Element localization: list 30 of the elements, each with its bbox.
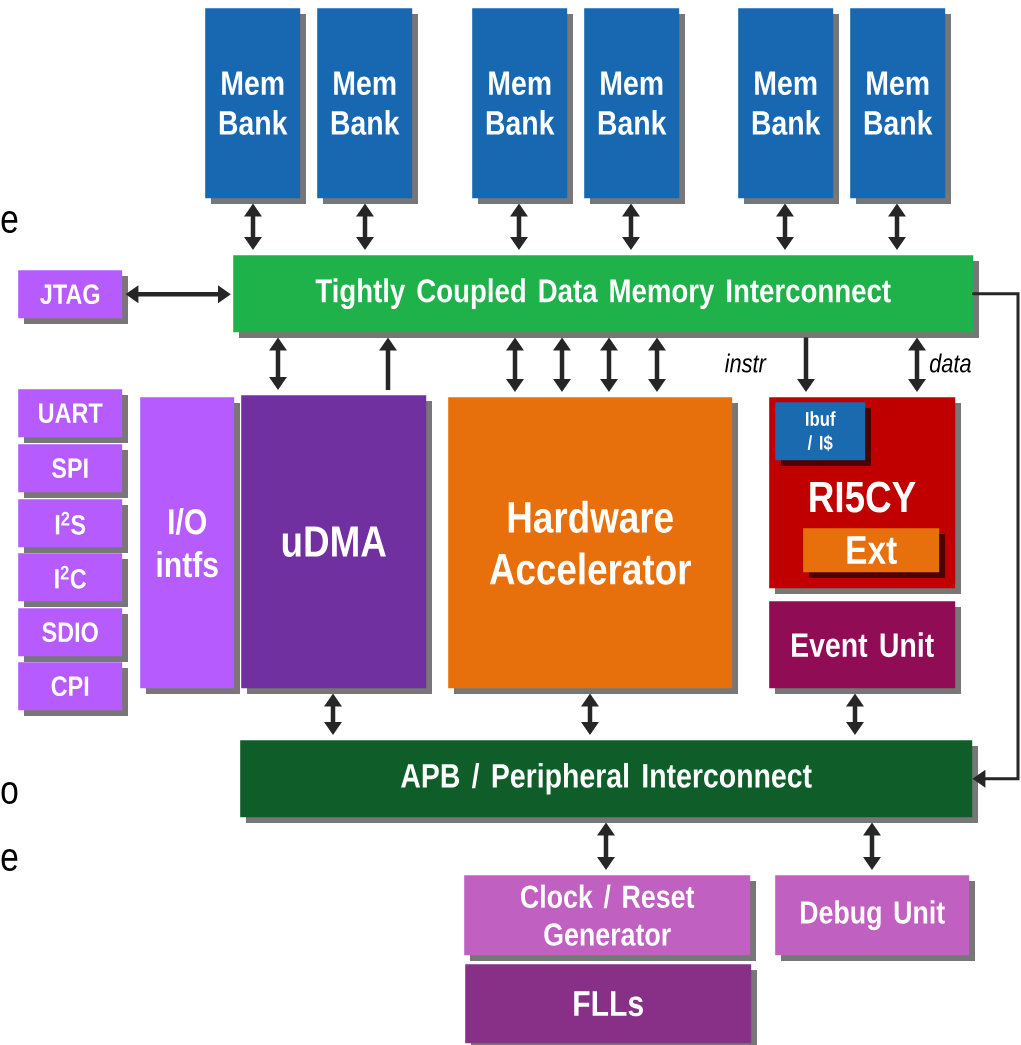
interface-box: SPI: [18, 444, 128, 498]
cache-box: Ibuf / I$: [775, 402, 871, 466]
text-fragment: e: [1, 211, 18, 233]
interface-box: SDIO: [18, 608, 128, 662]
text-fragment: e: [1, 849, 18, 871]
io-block: I/O intfs: [140, 397, 240, 694]
memory-bank-box: Mem Bank: [205, 8, 306, 204]
memory-bank-box: Mem Bank: [850, 8, 951, 204]
interface-box: JTAG: [18, 270, 128, 324]
debug-unit-box: Debug Unit: [775, 875, 975, 961]
fll-box: FLLs: [465, 964, 757, 1045]
interconnect-bar: APB / Peripheral Interconnect: [240, 740, 978, 823]
memory-bank-box: Mem Bank: [584, 8, 685, 204]
connector-arrow: [971, 292, 1020, 788]
interconnect-bar: Tightly Coupled Data Memory Interconnect: [233, 255, 979, 338]
edge-label: instr: [725, 353, 767, 373]
interface-box: CPI: [18, 662, 128, 716]
interface-box: I$^{2}$C: [18, 553, 128, 607]
edge-label: data: [929, 353, 971, 373]
text-fragment: o: [1, 782, 18, 804]
memory-bank-box: Mem Bank: [317, 8, 418, 204]
interface-box: UART: [18, 389, 128, 443]
clock-generator-box: Clock / Reset Generator: [464, 875, 756, 961]
memory-bank-box: Mem Bank: [472, 8, 573, 204]
accelerator-block: Hardware Accelerator: [448, 397, 738, 694]
udma-block: uDMA: [241, 395, 432, 694]
memory-bank-box: Mem Bank: [738, 8, 839, 204]
extension-box: Ext: [803, 528, 945, 578]
interface-box: I$^{2}$S: [18, 499, 128, 553]
event-unit-box: Event Unit: [769, 601, 961, 694]
